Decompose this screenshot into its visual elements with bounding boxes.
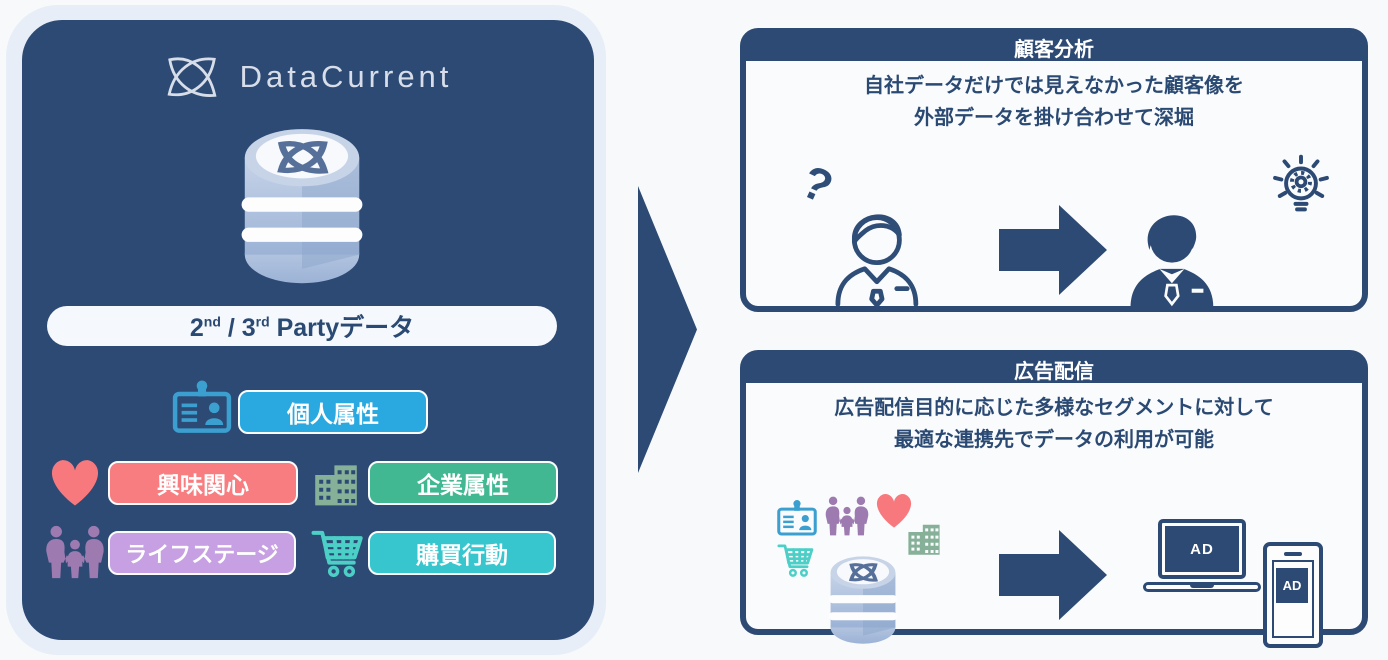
laptop-screen: AD — [1158, 519, 1246, 579]
laptop-ad-icon: AD — [1143, 519, 1261, 592]
arrow-right-icon — [999, 205, 1107, 295]
brand-logo: DataCurrent — [22, 48, 594, 106]
database-icon — [818, 545, 908, 647]
customer-analysis-panel: 顧客分析 自社データだけでは見えなかった顧客像を 外部データを掛け合わせて深堀 … — [740, 28, 1368, 312]
flow-arrow-icon — [638, 186, 697, 473]
chip-label: 興味関心 — [157, 472, 249, 498]
chip-label: 個人属性 — [287, 401, 379, 427]
chip-company-attributes: 企業属性 — [368, 461, 558, 505]
shopping-cart-icon — [776, 541, 816, 579]
datacurrent-logo-icon — [164, 52, 220, 102]
id-card-icon — [171, 379, 233, 435]
phone-speaker — [1284, 552, 1302, 556]
chip-interests: 興味関心 — [108, 461, 298, 505]
pill-label: 2nd / 3rd Partyデータ — [189, 313, 415, 342]
laptop-ad-label: AD — [1165, 526, 1239, 572]
brand-name: DataCurrent — [239, 59, 453, 94]
chip-purchase-behavior: 購買行動 — [368, 531, 556, 575]
building-icon — [312, 458, 360, 508]
chip-label: ライフステージ — [125, 542, 279, 567]
ad-delivery-header: 広告配信 — [746, 356, 1362, 383]
party-data-pill: 2nd / 3rd Partyデータ — [47, 306, 557, 346]
heart-icon — [46, 456, 104, 510]
family-icon — [824, 495, 870, 537]
chip-label: 購買行動 — [416, 542, 508, 568]
description-line: 外部データを掛け合わせて深堀 — [914, 107, 1194, 129]
description-line: 広告配信目的に応じた多様なセグメントに対して — [834, 397, 1274, 419]
phone-ad-label: AD — [1276, 568, 1308, 603]
shopping-cart-icon — [310, 524, 366, 582]
ad-delivery-body: 広告配信目的に応じた多様なセグメントに対して 最適な連携先でデータの利用が可能 … — [746, 383, 1362, 648]
panel-title: 広告配信 — [1014, 361, 1094, 383]
laptop-base — [1143, 582, 1261, 592]
chip-life-stage: ライフステージ — [108, 531, 296, 575]
id-card-icon — [776, 499, 818, 537]
person-insight-icon — [1117, 181, 1225, 328]
laptop-notch — [1190, 584, 1214, 588]
customer-analysis-body: 自社データだけでは見えなかった顧客像を 外部データを掛け合わせて深堀 ? — [746, 61, 1362, 306]
chip-label: 企業属性 — [417, 472, 509, 498]
chip-personal-attributes: 個人属性 — [238, 390, 428, 434]
family-icon — [44, 524, 106, 580]
description-line: 最適な連携先でデータの利用が可能 — [894, 429, 1214, 451]
customer-analysis-header: 顧客分析 — [746, 34, 1362, 61]
arrow-right-icon — [999, 530, 1107, 620]
panel-title: 顧客分析 — [1014, 39, 1094, 61]
phone-ad-icon: AD — [1263, 542, 1323, 648]
phone-screen: AD — [1272, 560, 1314, 638]
building-icon — [906, 519, 942, 557]
description-line: 自社データだけでは見えなかった顧客像を — [864, 75, 1244, 97]
ad-delivery-panel: 広告配信 広告配信目的に応じた多様なセグメントに対して 最適な連携先でデータの利… — [740, 350, 1368, 648]
idea-gear-bulb-icon — [1268, 147, 1334, 223]
person-outline-icon — [824, 179, 928, 329]
database-icon — [222, 110, 382, 288]
